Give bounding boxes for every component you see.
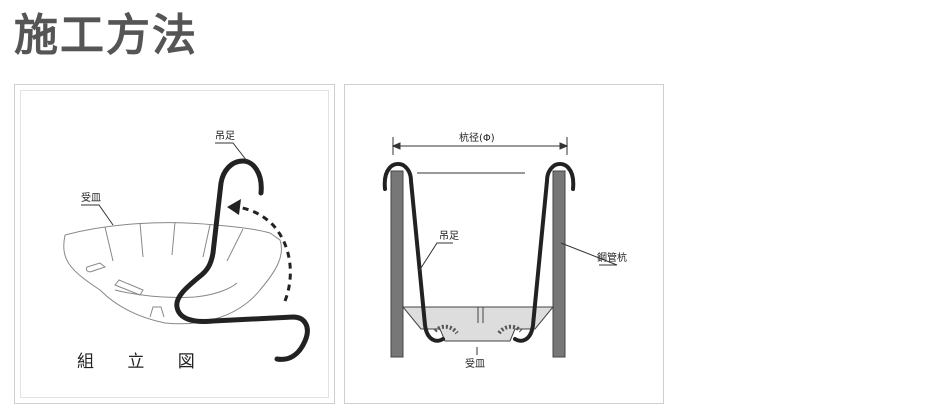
label-tray: 受皿	[81, 192, 101, 204]
label-pile: 鋼管杭	[597, 251, 627, 264]
tray-drawing	[63, 221, 282, 325]
hanger-left	[382, 162, 445, 343]
leader-hanger	[215, 142, 248, 162]
assembly-caption: 組 立 図	[77, 352, 209, 372]
arrow-head-icon	[227, 199, 241, 215]
pile-wall-left	[390, 170, 404, 358]
tray-tab-right	[497, 324, 523, 335]
label-diameter: 杭径(Φ)	[459, 131, 495, 144]
tray-tab-left	[433, 324, 459, 335]
hanger-hook-drawing	[174, 158, 310, 362]
leader-hanger-right-panel	[418, 242, 453, 272]
leader-tray	[81, 204, 114, 226]
pile-wall-right	[552, 170, 566, 358]
assembly-diagram: 吊足 受皿 組 立 図	[63, 130, 310, 372]
assembly-diagram-panel: 吊足 受皿 組 立 図	[14, 84, 335, 404]
assembly-diagram-frame	[20, 90, 329, 398]
hanger-right	[513, 162, 576, 343]
cross-section-diagram: 杭径(Φ) 吊足 鋼管杭 受皿	[382, 131, 627, 370]
label-tray-right: 受皿	[465, 358, 485, 370]
assembly-arrow	[236, 205, 292, 302]
label-hanger-right: 吊足	[439, 230, 459, 242]
diameter-dimension	[391, 137, 569, 155]
label-hanger: 吊足	[215, 130, 235, 142]
page-title: 施工方法	[14, 10, 198, 61]
leader-pile	[560, 242, 618, 266]
cross-section-panel: 杭径(Φ) 吊足 鋼管杭 受皿	[344, 84, 664, 404]
